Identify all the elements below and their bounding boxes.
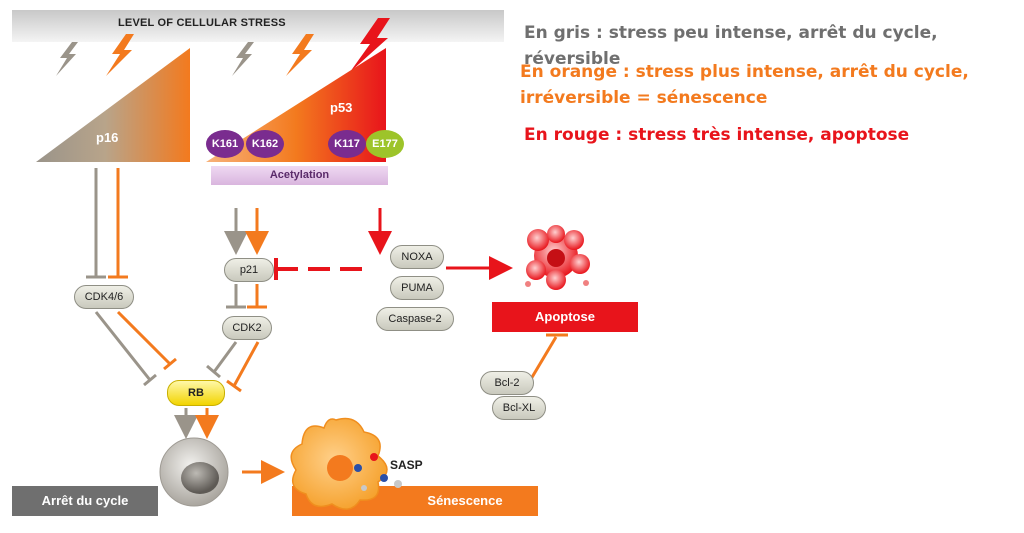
node-rb: RB [167,380,225,406]
p53-label: p53 [330,100,352,115]
lightning-icon-grey-2 [232,42,254,76]
arrested-cell-icon [160,438,228,506]
node-cdk2: CDK2 [222,316,272,340]
node-caspase2: Caspase-2 [376,307,454,331]
apoptotic-cell-icon [525,225,590,290]
apoptose-label: Apoptose [492,309,638,324]
lightning-icon-orange-1 [106,34,134,76]
acetylation-site-k117: K117 [328,130,366,158]
acetylation-label: Acetylation [211,169,388,181]
acetylation-site-e177: E177 [366,130,404,158]
legend-orange-line2: irréversible = sénescence [520,85,767,111]
lightning-icon-orange-2 [286,34,314,76]
node-bcl2: Bcl-2 [480,371,534,395]
node-noxa: NOXA [390,245,444,269]
acetylation-site-k162: K162 [246,130,284,158]
lightning-icon-grey-1 [56,42,78,76]
legend-red: En rouge : stress très intense, apoptose [524,122,909,148]
sasp-label: SASP [390,458,423,472]
senescence-label: Sénescence [392,493,538,508]
node-cdk46: CDK4/6 [74,285,134,309]
acetylation-site-k161: K161 [206,130,244,158]
arret-du-cycle-label: Arrêt du cycle [12,493,158,508]
node-p21: p21 [224,258,274,282]
legend-orange-line1: En orange : stress plus intense, arrêt d… [520,59,969,85]
node-puma: PUMA [390,276,444,300]
node-bclxl: Bcl-XL [492,396,546,420]
p16-label: p16 [96,130,118,145]
